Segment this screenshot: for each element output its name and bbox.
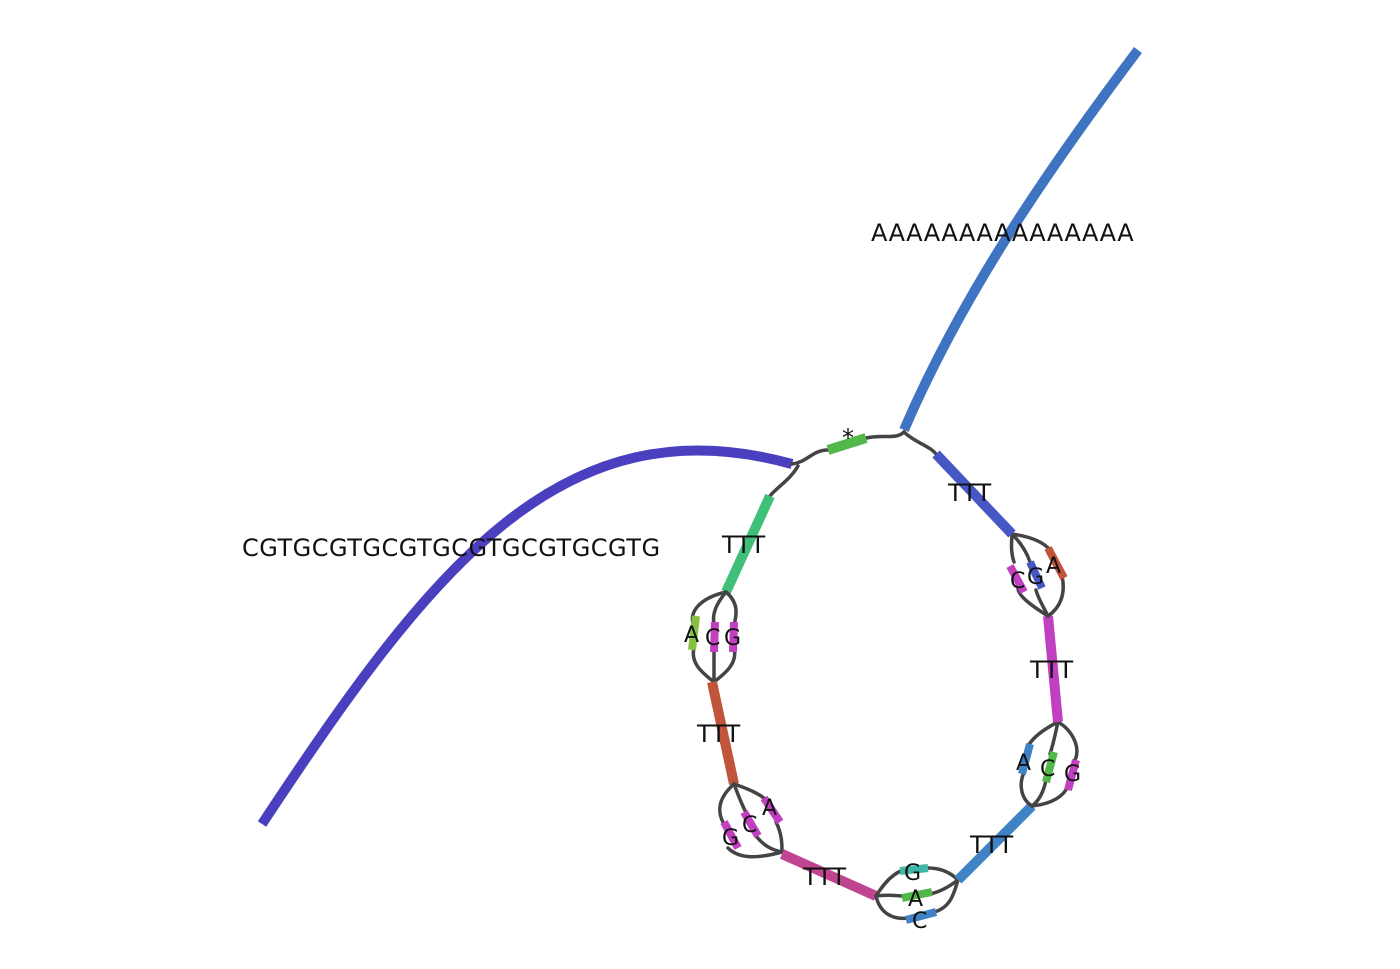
ttt-segment-1 xyxy=(721,493,775,595)
ttt-segment-4 xyxy=(954,802,1036,884)
bubble-3-base-2: A xyxy=(908,887,923,912)
bubble-1-base-1: A xyxy=(684,623,699,648)
ttt-segment-6 xyxy=(932,450,1016,538)
bubble-5-base-3: A xyxy=(1046,554,1061,579)
bubble-1-base-3: G xyxy=(724,626,741,651)
bubble-2: G C A xyxy=(718,782,784,859)
ttt-segment-3 xyxy=(779,849,879,901)
bubble-5: C G A xyxy=(1006,532,1068,618)
bubble-5-base-1: C xyxy=(1010,569,1025,594)
star-segment xyxy=(826,433,868,455)
bubble-2-base-1: G xyxy=(722,826,739,851)
ttt-label-6: TTT xyxy=(947,479,991,507)
ttt-segment-2 xyxy=(707,680,739,786)
left-tail-label: CGTGCGTGCGTGCGTGCGTGCGTG xyxy=(242,534,661,562)
top-connector-right xyxy=(902,430,938,456)
ttt-label-4: TTT xyxy=(969,831,1013,859)
right-tail-segment xyxy=(899,46,1142,432)
ttt-label-1: TTT xyxy=(721,531,765,559)
bubble-1-base-2: C xyxy=(705,626,720,651)
bubble-3: G A C xyxy=(874,861,960,934)
left-tail-segment xyxy=(257,445,794,827)
top-connector-branch xyxy=(768,464,800,498)
bubble-4-base-1: A xyxy=(1016,751,1031,776)
bubble-3-base-3: C xyxy=(912,909,927,934)
ttt-label-5: TTT xyxy=(1029,656,1073,684)
bubble-3-base-1: G xyxy=(904,861,921,886)
bubble-2-base-2: C xyxy=(742,813,757,838)
bubble-4-base-2: C xyxy=(1040,757,1055,782)
bubble-4: A C G xyxy=(1016,720,1081,808)
ttt-segment-5 xyxy=(1043,615,1063,723)
star-label: * xyxy=(842,424,854,452)
ttt-label-3: TTT xyxy=(802,863,846,891)
top-connector-left xyxy=(790,448,830,466)
right-tail-label: AAAAAAAAAAAAAAA xyxy=(871,219,1134,247)
bubble-1: A C G xyxy=(684,590,741,684)
bubble-5-base-2: G xyxy=(1027,565,1044,590)
top-connector-mid xyxy=(864,430,906,440)
ttt-label-2: TTT xyxy=(696,720,740,748)
bubble-2-base-3: A xyxy=(762,796,777,821)
bubble-4-base-3: G xyxy=(1064,762,1081,787)
